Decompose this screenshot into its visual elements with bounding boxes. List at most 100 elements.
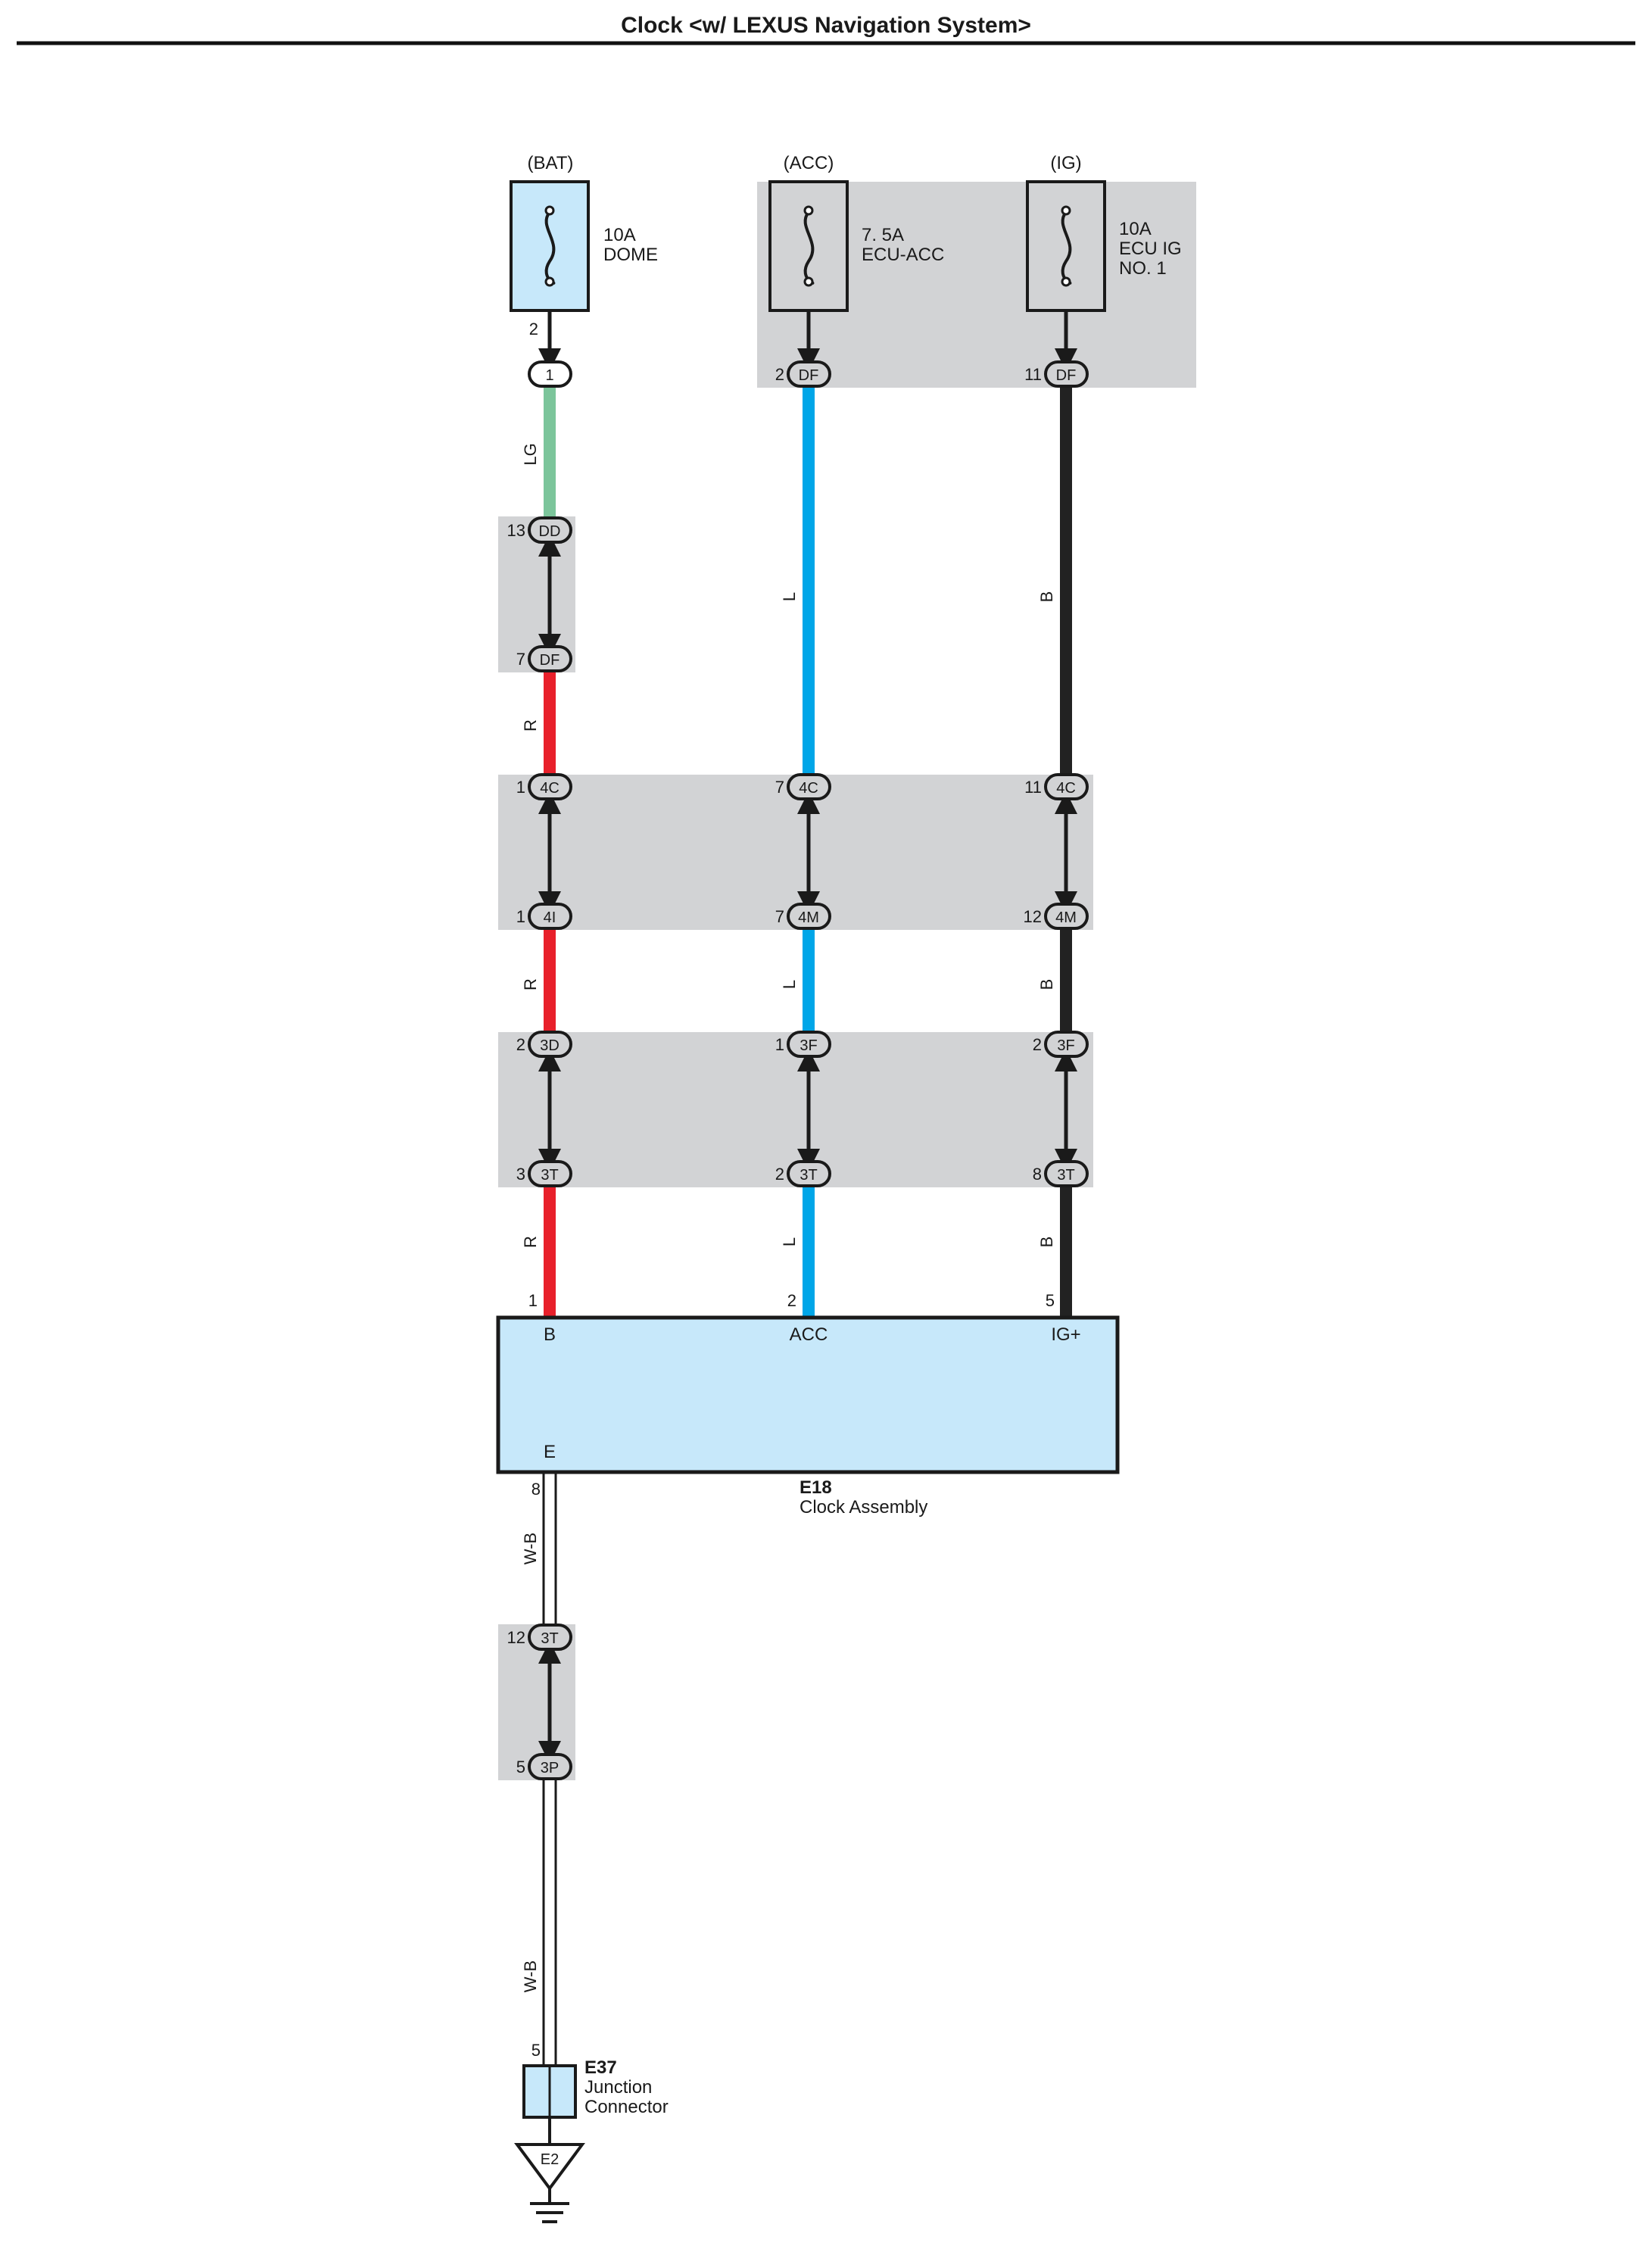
wire-acc-l2 [803, 930, 815, 1043]
wire-label-wb1: W-B [521, 1533, 540, 1564]
connector-row3b-ig: 8 3T [1033, 1160, 1089, 1187]
wire-ground-wb2 [542, 1767, 557, 2067]
svg-text:1: 1 [516, 778, 525, 797]
svg-text:1: 1 [516, 907, 525, 926]
connector-bat-top: 2 1 [528, 320, 572, 388]
svg-text:11: 11 [1024, 778, 1042, 797]
svg-text:2: 2 [787, 1291, 796, 1310]
wire-ig-b3 [1060, 1187, 1072, 1318]
svg-text:(ACC): (ACC) [784, 153, 834, 173]
svg-text:7: 7 [516, 650, 525, 669]
wire-label-b1: B [1037, 591, 1056, 603]
svg-text:E2: E2 [541, 2151, 559, 2168]
connector-acc-top: 2 DF [775, 360, 831, 388]
wire-label-l3: L [780, 1237, 799, 1246]
wire-bat-r1 [544, 672, 556, 786]
svg-text:E18: E18 [800, 1477, 832, 1498]
svg-text:3F: 3F [1057, 1037, 1074, 1054]
svg-text:2: 2 [775, 1165, 784, 1184]
svg-text:3P: 3P [541, 1760, 559, 1776]
wire-label-lg: LG [521, 443, 540, 465]
svg-text:12: 12 [1024, 907, 1042, 926]
svg-text:(IG): (IG) [1050, 153, 1081, 173]
connector-bat-j1b: 7 DF [516, 645, 572, 672]
svg-text:3: 3 [516, 1165, 525, 1184]
svg-text:11: 11 [1024, 365, 1042, 384]
svg-text:ECU-ACC: ECU-ACC [862, 245, 944, 265]
svg-text:DF: DF [1056, 367, 1077, 384]
svg-text:2: 2 [775, 365, 784, 384]
svg-text:4C: 4C [799, 780, 818, 797]
svg-text:8: 8 [1033, 1165, 1042, 1184]
fuse-dome: (BAT) 10A DOME [510, 153, 658, 312]
svg-text:1: 1 [775, 1035, 784, 1054]
svg-text:B: B [544, 1324, 556, 1345]
svg-text:3T: 3T [800, 1167, 817, 1184]
fuse-ecu-acc: (ACC) 7. 5A ECU-ACC [768, 153, 944, 312]
svg-text:5: 5 [531, 2041, 541, 2060]
svg-text:10A: 10A [1119, 219, 1152, 239]
svg-text:Junction: Junction [584, 2077, 652, 2098]
svg-text:2: 2 [529, 320, 538, 338]
svg-text:10A: 10A [603, 225, 636, 245]
connector-ground-b: 5 3P [516, 1753, 572, 1780]
svg-text:4M: 4M [798, 909, 819, 926]
connector-row2b-ig: 12 4M [1024, 903, 1089, 930]
ground-icon: E2 [514, 2117, 585, 2223]
wire-label-r1: R [521, 719, 540, 731]
connector-row3b-acc: 2 3T [775, 1160, 831, 1187]
connector-bat-j1a: 13 DD [507, 516, 572, 544]
wire-acc-l3 [803, 1187, 815, 1318]
svg-text:IG+: IG+ [1051, 1324, 1080, 1345]
svg-text:ECU IG: ECU IG [1119, 239, 1182, 259]
svg-text:DF: DF [799, 367, 819, 384]
connector-row3a-acc: 1 3F [775, 1031, 831, 1058]
connector-row3a-bat: 2 3D [516, 1031, 572, 1058]
svg-text:4C: 4C [540, 780, 559, 797]
svg-text:(BAT): (BAT) [528, 153, 574, 173]
connector-row3a-ig: 2 3F [1033, 1031, 1089, 1058]
svg-text:1: 1 [528, 1291, 538, 1310]
svg-text:Connector: Connector [584, 2097, 669, 2117]
svg-text:8: 8 [531, 1480, 541, 1499]
connector-row2b-acc: 7 4M [775, 903, 831, 930]
component-junction-connector: 5 E37 Junction Connector [522, 2041, 669, 2119]
svg-text:3T: 3T [541, 1167, 558, 1184]
svg-text:3T: 3T [541, 1630, 558, 1647]
svg-text:7: 7 [775, 907, 784, 926]
svg-text:5: 5 [516, 1758, 525, 1776]
wire-bat-lg [544, 385, 556, 529]
svg-text:1: 1 [545, 367, 553, 384]
connector-ig-top: 11 DF [1024, 360, 1089, 388]
fuse-ecu-ig-no1: (IG) 10A ECU IG NO. 1 [1026, 153, 1182, 312]
wire-label-b3: B [1037, 1237, 1056, 1248]
svg-text:DD: DD [539, 523, 561, 540]
wire-bat-r2 [544, 930, 556, 1043]
wire-label-wb2: W-B [521, 1960, 540, 1992]
svg-text:4C: 4C [1056, 780, 1076, 797]
svg-text:7: 7 [775, 778, 784, 797]
wire-label-r2: R [521, 978, 540, 990]
svg-text:ACC: ACC [790, 1324, 828, 1345]
svg-text:Clock Assembly: Clock Assembly [800, 1497, 927, 1518]
svg-text:4M: 4M [1055, 909, 1077, 926]
wire-ig-b1 [1060, 385, 1072, 786]
svg-text:2: 2 [516, 1035, 525, 1054]
connector-row2a-acc: 7 4C [775, 773, 831, 800]
wire-bat-r3 [544, 1187, 556, 1318]
svg-text:NO. 1: NO. 1 [1119, 258, 1167, 279]
connector-row2a-bat: 1 4C [516, 773, 572, 800]
wire-label-l1: L [780, 592, 799, 601]
svg-text:7. 5A: 7. 5A [862, 225, 904, 245]
svg-text:13: 13 [507, 521, 525, 540]
svg-text:12: 12 [507, 1628, 525, 1647]
connector-row3b-bat: 3 3T [516, 1160, 572, 1187]
svg-text:4I: 4I [544, 909, 556, 926]
svg-text:5: 5 [1046, 1291, 1055, 1310]
page-title: Clock <w/ LEXUS Navigation System> [621, 13, 1031, 38]
wire-label-r3: R [521, 1236, 540, 1248]
wire-label-b2: B [1037, 979, 1056, 990]
connector-row2a-ig: 11 4C [1024, 773, 1089, 800]
wire-ig-b2 [1060, 930, 1072, 1043]
